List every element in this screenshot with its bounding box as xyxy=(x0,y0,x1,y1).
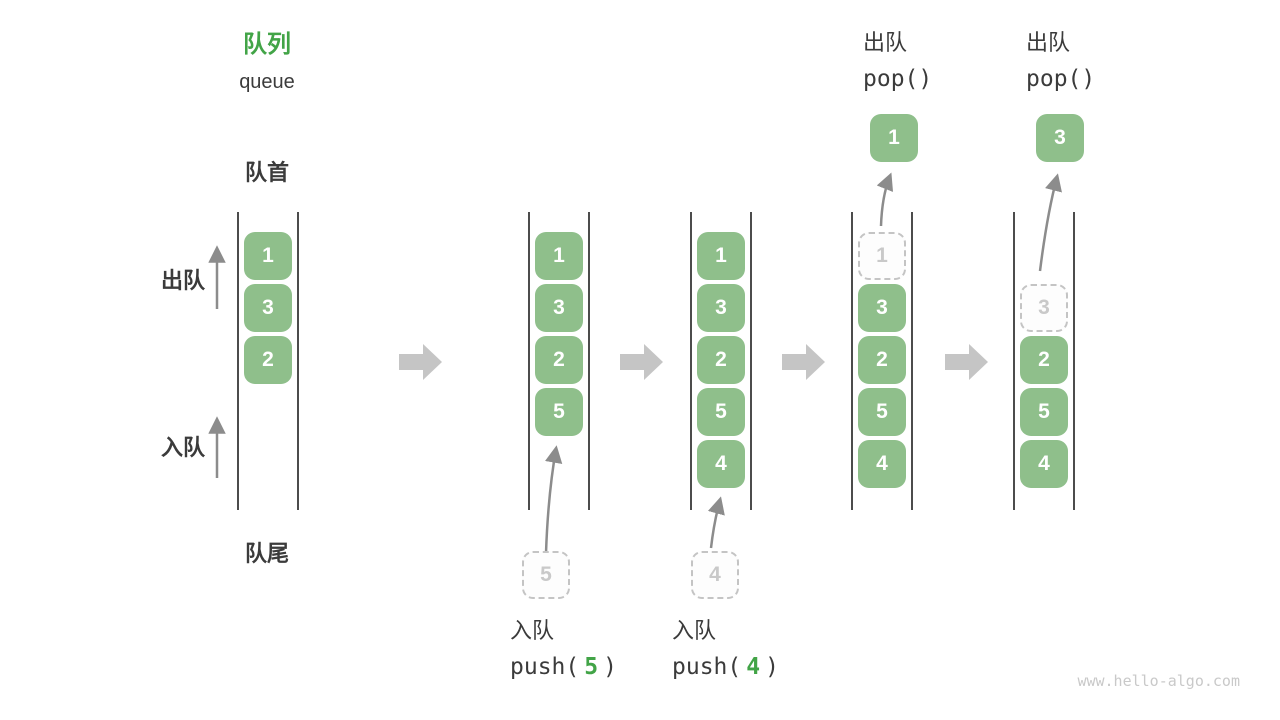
transition-arrow-3 xyxy=(782,344,825,380)
transition-arrow-4 xyxy=(945,344,988,380)
popped-value-box-3: 3 xyxy=(1036,114,1084,162)
push4-code: push(4) xyxy=(672,654,779,680)
queue-cell: 2 xyxy=(697,336,745,384)
queue-cell: 1 xyxy=(244,232,292,280)
diagram-subtitle: queue xyxy=(239,71,295,93)
queue-front-label: 队首 xyxy=(244,160,289,185)
transition-arrow-2 xyxy=(620,344,663,380)
queue-cell: 5 xyxy=(697,388,745,436)
queue-cell: 4 xyxy=(858,440,906,488)
pop1-operation-label: 出队 pop() xyxy=(863,24,932,98)
queue-cell: 5 xyxy=(1020,388,1068,436)
queue-cell: 1 xyxy=(697,232,745,280)
queue-cell: 2 xyxy=(244,336,292,384)
pop2-code: pop() xyxy=(1026,66,1096,92)
enqueue-side-label: 入队 xyxy=(160,435,205,460)
push4-operation-label: 入队 push(4) xyxy=(672,612,779,686)
push5-operation-label: 入队 push(5) xyxy=(510,612,617,686)
pop1-cn-label: 出队 xyxy=(863,30,908,55)
queue-cell: 4 xyxy=(1020,440,1068,488)
incoming-value-box-4: 4 xyxy=(691,551,739,599)
queue-cell: 2 xyxy=(858,336,906,384)
queue-cell: 5 xyxy=(535,388,583,436)
queue-cell-dashed: 3 xyxy=(1020,284,1068,332)
queue-cell: 3 xyxy=(535,284,583,332)
queue-cell: 2 xyxy=(1020,336,1068,384)
diagram-title: 队列 xyxy=(243,31,291,58)
queue-cell: 3 xyxy=(858,284,906,332)
queue-cell: 2 xyxy=(535,336,583,384)
incoming-value-box-5: 5 xyxy=(522,551,570,599)
dequeue-side-label: 出队 xyxy=(160,268,205,293)
pop1-code: pop() xyxy=(863,66,933,92)
queue-cell-dashed: 1 xyxy=(858,232,906,280)
popped-value-box-1: 1 xyxy=(870,114,918,162)
push5-code: push(5) xyxy=(510,654,617,680)
transition-arrow-1 xyxy=(399,344,442,380)
push4-cn-label: 入队 xyxy=(672,618,717,643)
queue-cell: 1 xyxy=(535,232,583,280)
queue-rear-label: 队尾 xyxy=(244,541,289,566)
queue-cell: 3 xyxy=(697,284,745,332)
push5-cn-label: 入队 xyxy=(510,618,555,643)
pop2-operation-label: 出队 pop() xyxy=(1026,24,1095,98)
diagram-title-block: 队列 queue xyxy=(207,30,327,97)
queue-cell: 3 xyxy=(244,284,292,332)
watermark: www.hello-algo.com xyxy=(1077,672,1240,690)
queue-cell: 4 xyxy=(697,440,745,488)
queue-cell: 5 xyxy=(858,388,906,436)
pop2-cn-label: 出队 xyxy=(1026,30,1071,55)
